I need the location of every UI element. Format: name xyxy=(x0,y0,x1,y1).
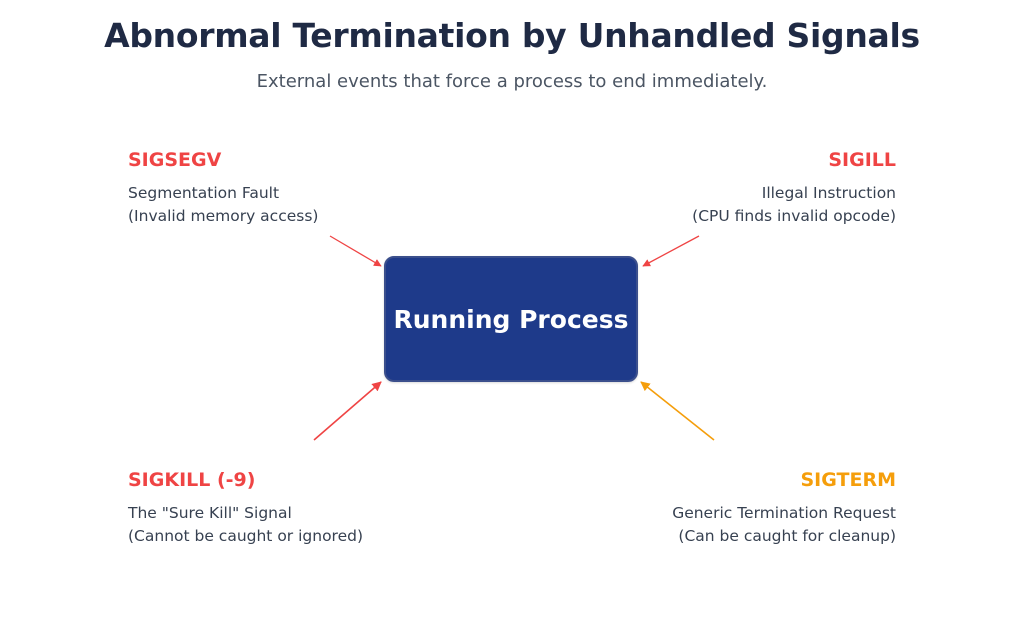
running-process-node: Running Process xyxy=(384,256,638,382)
signal-sigkill: SIGKILL (-9) The "Sure Kill" Signal (Can… xyxy=(128,468,428,548)
sigill-name: SIGILL xyxy=(828,149,896,171)
diagram-subtitle: External events that force a process to … xyxy=(256,71,768,92)
sigkill-description: The "Sure Kill" Signal xyxy=(128,504,292,522)
signal-sigterm: SIGTERM Generic Termination Request (Can… xyxy=(596,468,896,548)
arrow-sigill xyxy=(642,235,700,267)
sigkill-name: SIGKILL (-9) xyxy=(128,469,256,491)
sigsegv-name: SIGSEGV xyxy=(128,149,222,171)
sigkill-detail: (Cannot be caught or ignored) xyxy=(128,527,364,545)
diagram-title: Abnormal Termination by Unhandled Signal… xyxy=(104,16,920,55)
sigill-description: Illegal Instruction xyxy=(761,184,896,202)
running-process-label: Running Process xyxy=(393,304,629,334)
sigsegv-description: Segmentation Fault xyxy=(128,184,280,202)
sigterm-name: SIGTERM xyxy=(800,469,897,491)
sigill-detail: (CPU finds invalid opcode) xyxy=(692,207,896,225)
signal-sigsegv: SIGSEGV Segmentation Fault (Invalid memo… xyxy=(128,148,428,228)
arrow-sigkill xyxy=(313,381,382,441)
sigsegv-detail: (Invalid memory access) xyxy=(128,207,319,225)
signal-sigill: SIGILL Illegal Instruction (CPU finds in… xyxy=(596,148,896,228)
sigterm-detail: (Can be caught for cleanup) xyxy=(678,527,896,545)
sigterm-description: Generic Termination Request xyxy=(672,504,896,522)
arrow-sigterm xyxy=(640,381,715,441)
arrow-sigsegv xyxy=(329,235,382,267)
